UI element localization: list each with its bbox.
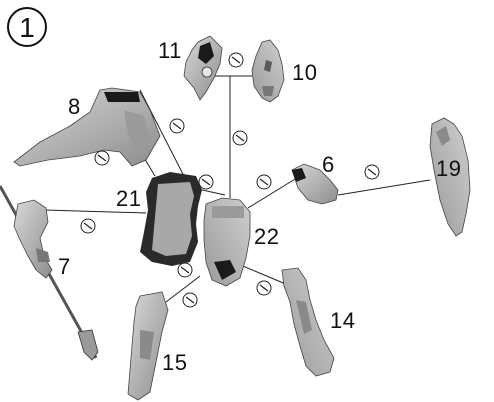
glue-icon: [365, 165, 379, 179]
step-number: 1: [9, 9, 45, 45]
part-14-leg: [282, 268, 334, 376]
glue-icon: [233, 131, 247, 145]
part-22-torso: [204, 198, 250, 286]
label-part-7: 7: [58, 256, 71, 278]
glue-icon: [183, 293, 197, 307]
label-part-22: 22: [254, 226, 279, 248]
glue-icon: [229, 53, 243, 67]
label-part-6: 6: [322, 154, 335, 176]
glue-icon: [178, 263, 192, 277]
part-7-spear-arm: [0, 186, 98, 360]
label-part-10: 10: [292, 62, 317, 84]
part-10-helmet: [252, 40, 284, 102]
glue-icon: [95, 151, 109, 165]
step-number-badge: 1: [7, 7, 47, 47]
label-part-21: 21: [116, 188, 141, 210]
glue-icon: [257, 175, 271, 189]
label-part-8: 8: [68, 96, 81, 118]
glue-icon: [81, 219, 95, 233]
label-part-19: 19: [436, 158, 461, 180]
part-11-helmet-front: [184, 36, 222, 100]
glue-icon: [170, 119, 184, 133]
glue-icon: [199, 175, 213, 189]
part-21-back-armour: [140, 172, 202, 266]
label-part-11: 11: [158, 40, 182, 62]
part-15-leg: [128, 292, 168, 400]
glue-icon: [257, 281, 271, 295]
part-8-shoulder-pad: [14, 88, 160, 166]
label-part-14: 14: [330, 310, 355, 332]
label-part-15: 15: [162, 352, 187, 374]
